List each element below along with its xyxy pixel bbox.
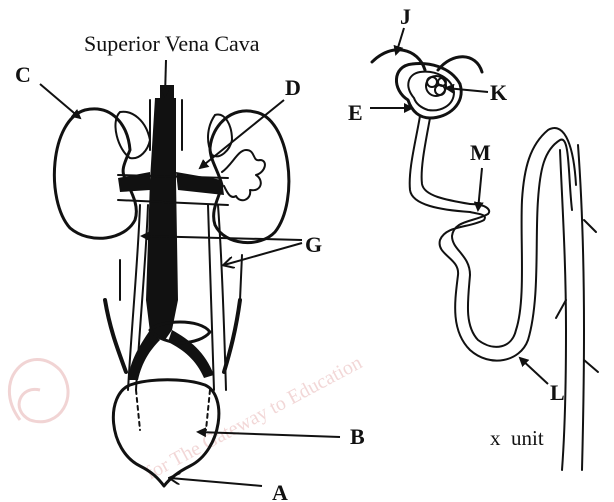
label-m: M <box>470 140 491 165</box>
watermark: for The Gateway to Education <box>9 351 365 484</box>
label-a: A <box>272 480 288 502</box>
duct-branch-3 <box>584 360 598 372</box>
watermark-logo <box>9 360 68 422</box>
arrow-k <box>446 88 488 92</box>
bladder-ureter-right <box>206 390 210 430</box>
arrow-l <box>520 358 548 384</box>
label-g: G <box>305 232 322 257</box>
arrow-g-right <box>224 243 302 265</box>
duct-branch-2 <box>584 220 596 232</box>
arrow-m <box>478 168 482 210</box>
proximal-tubule-inner <box>422 118 470 204</box>
duct-branch-1 <box>556 300 566 318</box>
label-c: C <box>15 62 31 87</box>
label-superior-vena-cava: Superior Vena Cava <box>84 31 260 56</box>
right-kidney <box>210 111 289 243</box>
glomerulus <box>426 76 446 96</box>
right-ureter-inner <box>208 205 214 390</box>
watermark-text: for The Gateway to Education <box>142 351 366 484</box>
right-muscle-line <box>240 255 242 300</box>
vena-cava-top <box>160 85 174 105</box>
arrow-c <box>40 84 80 118</box>
left-kidney-inner <box>115 112 150 159</box>
nephron <box>372 50 598 470</box>
label-b: B <box>350 424 365 449</box>
label-l: L <box>550 380 565 405</box>
renal-branching <box>222 150 265 200</box>
left-kidney <box>54 109 136 238</box>
iliac-vessels-left <box>128 330 160 380</box>
left-annotations: Superior Vena Cava C D G B A <box>15 31 365 502</box>
label-k: K <box>490 80 507 105</box>
afferent-arteriole <box>372 50 425 70</box>
bladder-ureter-left <box>136 390 140 430</box>
right-side-vessel <box>224 300 240 372</box>
label-j: J <box>400 4 411 29</box>
iliac-vessels-right <box>168 330 214 378</box>
label-d: D <box>285 75 301 100</box>
arrow-superior-vena-cava <box>165 60 166 96</box>
collecting-duct-right <box>578 145 584 470</box>
arrow-a <box>170 478 262 486</box>
left-side-vessel <box>105 300 126 372</box>
caption-x-unit: x unit <box>490 426 544 450</box>
label-e: E <box>348 100 363 125</box>
